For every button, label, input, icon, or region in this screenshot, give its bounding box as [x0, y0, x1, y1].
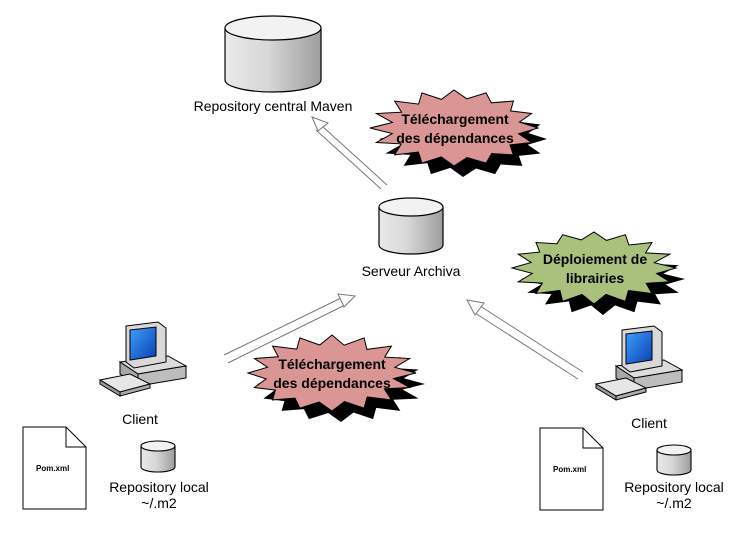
archiva-server-label: Serveur Archiva — [361, 263, 461, 279]
burst-download-left-text: Téléchargement des dépendances — [273, 356, 391, 391]
local-repository-left-icon — [140, 440, 176, 473]
pom-document-right-icon — [539, 427, 604, 511]
arrow-archiva-to-central — [311, 116, 388, 190]
pom-document-left-icon — [22, 426, 87, 510]
client-right-computer-icon — [594, 325, 684, 401]
client-right-label: Client — [631, 415, 667, 431]
burst-download-left — [246, 334, 425, 422]
archiva-server-icon — [378, 197, 444, 255]
client-left-computer-icon — [98, 321, 188, 397]
client-left-label: Client — [122, 411, 158, 427]
local-repository-right-icon — [656, 444, 692, 476]
arrow-client-right-to-archiva — [466, 299, 584, 380]
pom-file-left-label: Pom.xml — [36, 464, 70, 473]
burst-deploy-right — [510, 231, 685, 315]
burst-deploy-right-text: Déploiement de librairies — [542, 251, 648, 286]
arrow-client-left-to-archiva — [223, 293, 357, 364]
burst-download-top-text: Téléchargement des dépendances — [396, 111, 514, 146]
pom-file-right-label: Pom.xml — [553, 465, 587, 474]
central-repository-icon — [224, 15, 322, 93]
burst-download-top — [369, 89, 547, 177]
local-repository-left-label: Repository local ~/.m2 — [109, 479, 209, 511]
central-repository-label: Repository central Maven — [193, 98, 353, 114]
local-repository-right-label: Repository local ~/.m2 — [624, 479, 724, 511]
